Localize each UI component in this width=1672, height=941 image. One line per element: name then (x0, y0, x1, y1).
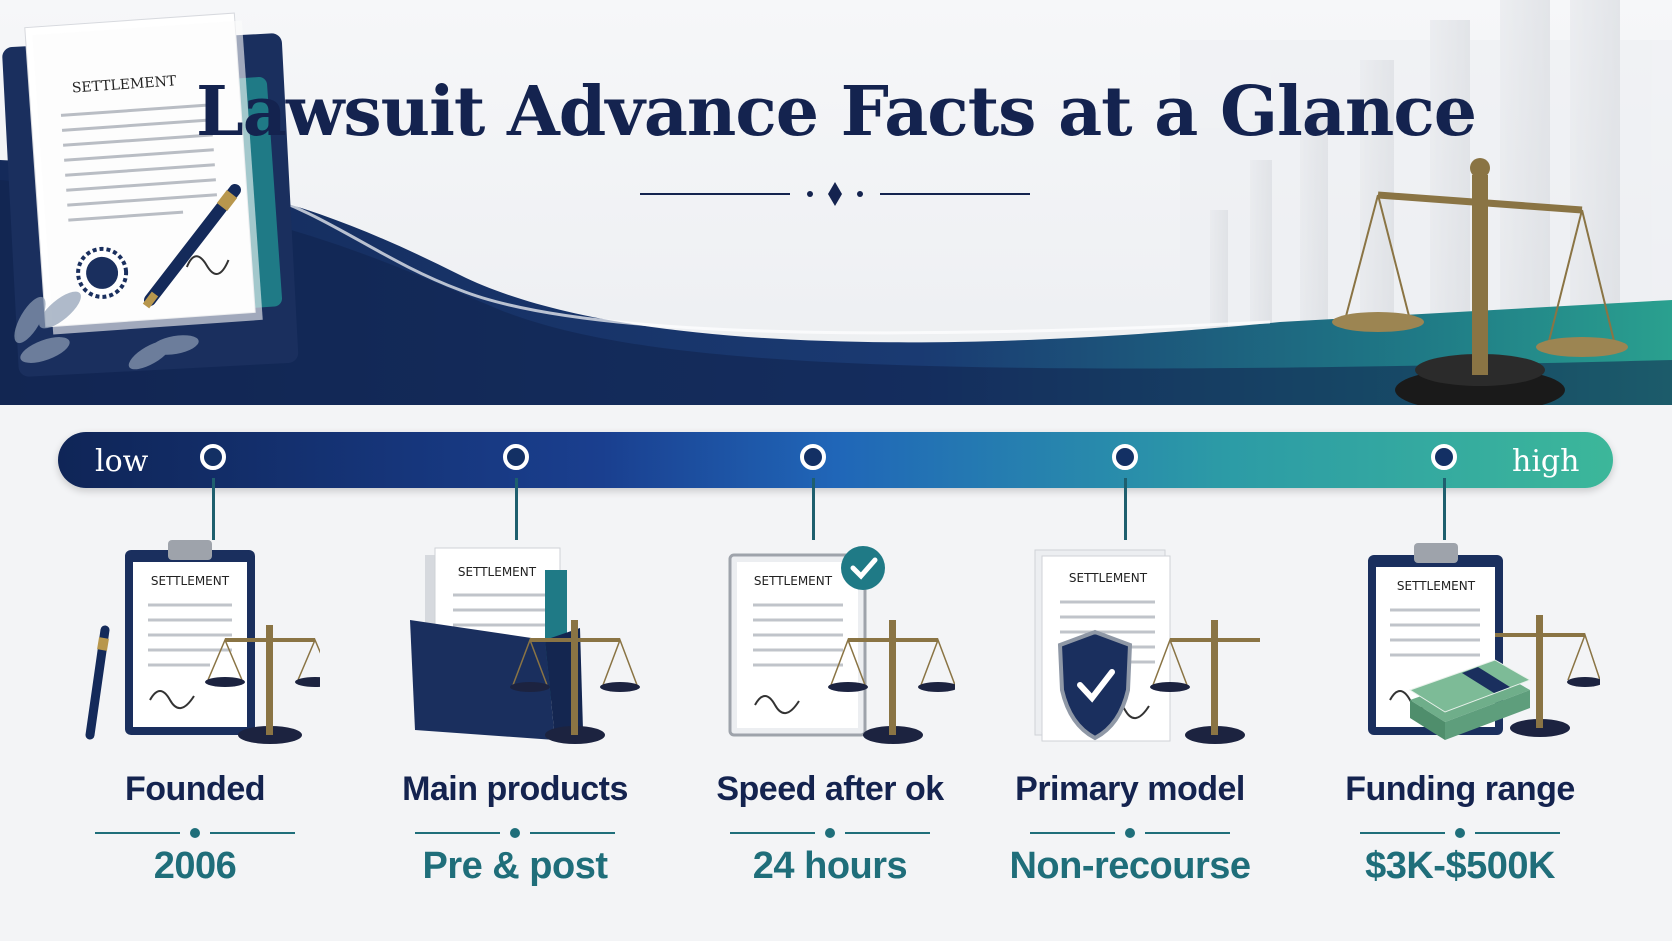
shield-icon: SETTLEMENT (1034, 549, 1260, 744)
card-2-doc-label: SETTLEMENT (458, 565, 537, 579)
card-5-scales (1495, 615, 1600, 737)
fact-value-speed: 24 hours (752, 845, 908, 887)
scale-node-1 (200, 444, 226, 470)
clipboard-icon: SETTLEMENT (85, 540, 320, 744)
settlement-document (24, 12, 263, 335)
fact-value-funding-range: $3K-$500K (1365, 845, 1555, 887)
card-1-scales (205, 625, 320, 744)
scale-node-3 (800, 444, 826, 470)
scales-icon (1332, 158, 1628, 405)
fact-label-founded: Founded (124, 770, 266, 808)
fact-label-primary-model: Primary model (1015, 770, 1245, 808)
scale-low-label: low (95, 444, 149, 479)
scale-stem-2 (515, 478, 518, 540)
fact-divider-4 (1030, 828, 1230, 838)
fact-label-speed: Speed after ok (716, 770, 944, 808)
check-badge-icon: SETTLEMENT (728, 546, 955, 744)
fact-divider-2 (415, 828, 615, 838)
scale-high-label: high (1512, 444, 1580, 479)
title-divider (640, 182, 1030, 206)
hero-banner: SETTLEMENT La (0, 0, 1672, 405)
leaf-decoration (14, 291, 199, 370)
scale-stem-3 (812, 478, 815, 540)
card-4-doc-label: SETTLEMENT (1069, 571, 1148, 585)
fact-label-main-products: Main products (402, 770, 628, 808)
hero-document-label: SETTLEMENT (71, 73, 177, 96)
fact-value-founded: 2006 (153, 845, 237, 887)
cash-stack-icon: SETTLEMENT (1368, 543, 1600, 740)
fact-value-main-products: Pre & post (422, 845, 608, 887)
scale-stem-4 (1124, 478, 1127, 540)
hero-background: SETTLEMENT (0, 0, 1672, 405)
card-3-doc-label: SETTLEMENT (754, 574, 833, 588)
scale-stem-1 (212, 478, 215, 540)
pen-icon (142, 184, 241, 309)
fact-divider-3 (730, 828, 930, 838)
card-1-doc-label: SETTLEMENT (151, 574, 230, 588)
fact-label-funding-range: Funding range (1345, 770, 1575, 808)
card-4-scales (1150, 620, 1260, 744)
courthouse-columns (1180, 0, 1672, 340)
scale-node-2 (503, 444, 529, 470)
cash-stack (1408, 659, 1532, 740)
scale-stem-5 (1443, 478, 1446, 540)
card-5-doc-label: SETTLEMENT (1397, 579, 1476, 593)
fact-divider-1 (95, 828, 295, 838)
card-2-scales (510, 620, 640, 744)
folder-icon: SETTLEMENT (410, 547, 640, 744)
page-title: Lawsuit Advance Facts at a Glance (195, 72, 1477, 152)
scale-node-4 (1112, 444, 1138, 470)
card-3-scales (828, 620, 955, 744)
fact-divider-5 (1360, 828, 1560, 838)
scale-node-5 (1431, 444, 1457, 470)
scale-bar (58, 432, 1613, 488)
fact-value-primary-model: Non-recourse (1009, 845, 1251, 887)
